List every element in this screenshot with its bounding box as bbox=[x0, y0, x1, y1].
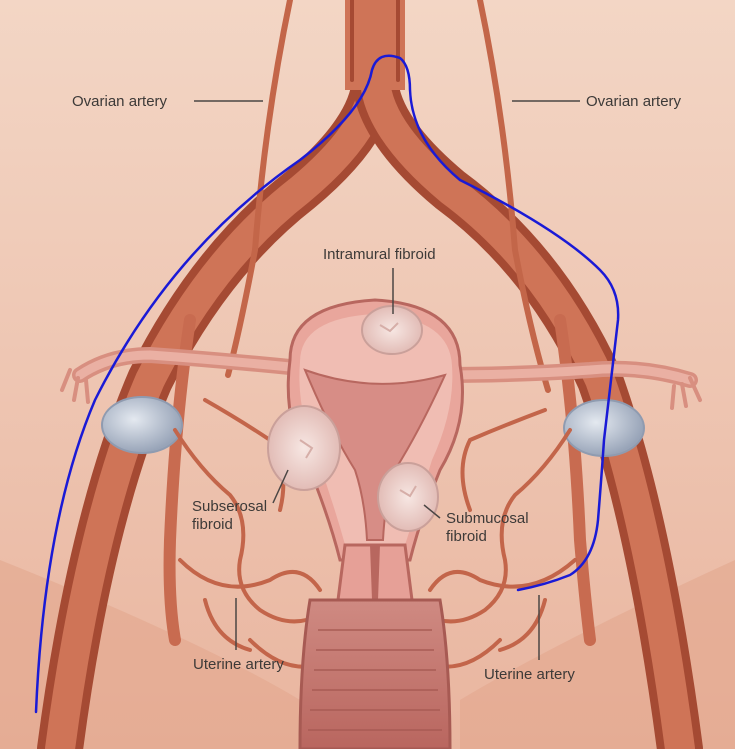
submucosal-fibroid bbox=[378, 463, 438, 531]
label-uterine-artery-right: Uterine artery bbox=[484, 666, 575, 684]
vagina bbox=[300, 600, 450, 749]
label-ovarian-artery-right: Ovarian artery bbox=[586, 93, 681, 111]
label-subserosal-fibroid: Subserosal fibroid bbox=[192, 498, 267, 534]
label-uterine-artery-left: Uterine artery bbox=[193, 656, 284, 674]
label-ovarian-artery-left: Ovarian artery bbox=[72, 93, 167, 111]
subserosal-fibroid bbox=[268, 406, 340, 490]
label-submucosal-fibroid: Submucosal fibroid bbox=[446, 510, 529, 546]
ovary-left bbox=[102, 397, 182, 453]
label-intramural-fibroid: Intramural fibroid bbox=[323, 246, 436, 264]
